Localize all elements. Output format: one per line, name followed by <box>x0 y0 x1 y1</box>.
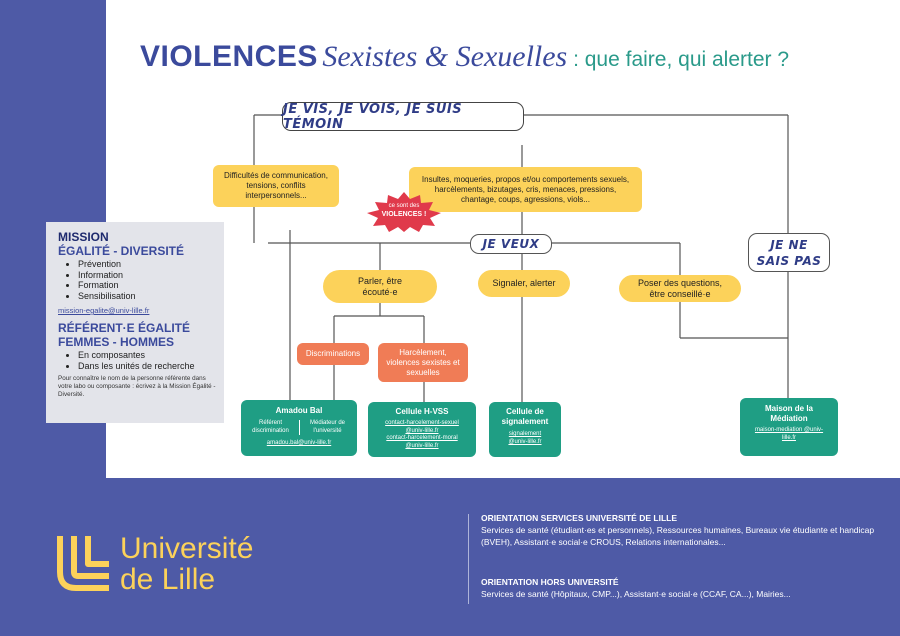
parler-oval: Parler, être écouté·e <box>323 270 437 303</box>
logo-line2: de Lille <box>120 563 216 596</box>
hvss-title: Cellule H-VSS <box>395 407 449 416</box>
title-part3: : que faire, qui alerter ? <box>567 48 790 71</box>
poser-oval: Poser des questions, être conseillé·e <box>619 275 741 302</box>
insults-text: Insultes, moqueries, propos et/ou compor… <box>421 174 630 204</box>
discriminations-box: Discriminations <box>297 343 369 365</box>
university-logo-text: Université de Lille <box>120 533 253 595</box>
harcelement-box: Harcèlement, violences sexistes et sexue… <box>378 343 468 382</box>
insults-box: Insultes, moqueries, propos et/ou compor… <box>409 167 642 212</box>
hvss-email1-link[interactable]: contact-harcelement-sexuel @univ-lille.f… <box>385 420 459 434</box>
signaler-text: Signaler, alerter <box>492 278 556 288</box>
top-witness-box: JE VIS, JE VOIS, JE SUIS TÉMOIN <box>282 102 524 132</box>
list-item: Formation <box>78 280 224 291</box>
parler-text: Parler, être écouté·e <box>357 275 403 297</box>
je-ne-sais-pas-box: JE NE SAIS PAS <box>748 233 830 272</box>
orientation-outside-title: ORIENTATION HORS UNIVERSITÉ <box>481 577 619 587</box>
list-item: En composantes <box>78 350 224 361</box>
amadou-bal-card: Amadou Bal Référent discrimination Média… <box>241 400 357 456</box>
cellule-signalement-card: Cellule de signalement signalement @univ… <box>489 402 561 457</box>
amadou-email-link[interactable]: amadou.bal@univ-lille.fr <box>266 440 332 446</box>
je-veux-box: JE VEUX <box>470 234 552 254</box>
amadou-role1: Référent discrimination <box>246 420 300 435</box>
list-item: Information <box>78 270 224 281</box>
difficulties-text: Difficultés de communication, tensions, … <box>224 171 328 200</box>
referent-list: En composantes Dans les unités de recher… <box>58 350 224 371</box>
amadou-title: Amadou Bal <box>275 406 323 415</box>
title-part2: Sexistes & Sexuelles <box>322 40 568 73</box>
mission-egalite-box: MISSION ÉGALITÉ - DIVERSITÉ Prévention I… <box>46 222 224 423</box>
list-item: Dans les unités de recherche <box>78 361 224 372</box>
page-title: VIOLENCES Sexistes & Sexuelles : que fai… <box>140 40 789 74</box>
referent-heading: RÉFÉRENT·E ÉGALITÉ FEMMES - HOMMES <box>58 321 191 349</box>
list-item: Prévention <box>78 259 224 270</box>
hvss-email2-link[interactable]: contact-harcelement-moral @univ-lille.fr <box>386 435 458 449</box>
logo-line1: Université <box>120 532 254 565</box>
orientation-university: ORIENTATION SERVICES UNIVERSITÉ DE LILLE… <box>481 512 891 548</box>
flow-connectors <box>253 114 789 402</box>
signaler-oval: Signaler, alerter <box>478 270 570 297</box>
orientation-university-title: ORIENTATION SERVICES UNIVERSITÉ DE LILLE <box>481 513 677 523</box>
orientation-outside-text: Services de santé (Hôpitaux, CMP...), As… <box>481 589 791 599</box>
maison-mediation-card: Maison de la Médiation maison-mediation … <box>740 398 838 456</box>
harcelement-text: Harcèlement, violences sexistes et sexue… <box>386 347 460 377</box>
title-part1: VIOLENCES <box>140 40 318 73</box>
mission-list: Prévention Information Formation Sensibi… <box>58 259 224 301</box>
violences-badge: ce sont des VIOLENCES ! <box>365 203 443 219</box>
difficulties-box: Difficultés de communication, tensions, … <box>213 165 339 207</box>
mission-heading1: MISSION <box>58 230 109 244</box>
je-ne-sais-pas-line1: JE NE <box>770 237 808 252</box>
poser-text: Poser des questions, être conseillé·e <box>637 277 723 299</box>
mission-email-link[interactable]: mission-egalite@univ-lille.fr <box>58 306 150 315</box>
je-ne-sais-pas-line2: SAIS PAS <box>756 253 822 268</box>
amadou-role2: Médiateur de l'université <box>309 420 346 434</box>
signalement-title: Cellule de signalement <box>501 407 549 426</box>
orientation-outside: ORIENTATION HORS UNIVERSITÉ Services de … <box>481 576 891 600</box>
badge-line1: ce sont des <box>388 203 420 209</box>
discriminations-text: Discriminations <box>305 349 361 358</box>
mediation-email-link[interactable]: maison-mediation @univ-lille.fr <box>754 427 824 441</box>
list-item: Sensibilisation <box>78 291 224 302</box>
cellule-hvss-card: Cellule H-VSS contact-harcelement-sexuel… <box>368 402 476 457</box>
violences-badge-shape <box>367 192 441 232</box>
mission-heading2: ÉGALITÉ - DIVERSITÉ <box>58 244 185 258</box>
signalement-email-link[interactable]: signalement @univ-lille.fr <box>508 431 542 445</box>
referent-note: Pour connaître le nom de la personne réf… <box>58 375 216 398</box>
orientation-university-text: Services de santé (étudiant·es et person… <box>481 525 875 547</box>
footer-divider <box>468 514 469 604</box>
mediation-title: Maison de la Médiation <box>764 404 813 423</box>
university-logo-mark <box>57 536 109 591</box>
badge-line2: VIOLENCES ! <box>381 211 427 218</box>
